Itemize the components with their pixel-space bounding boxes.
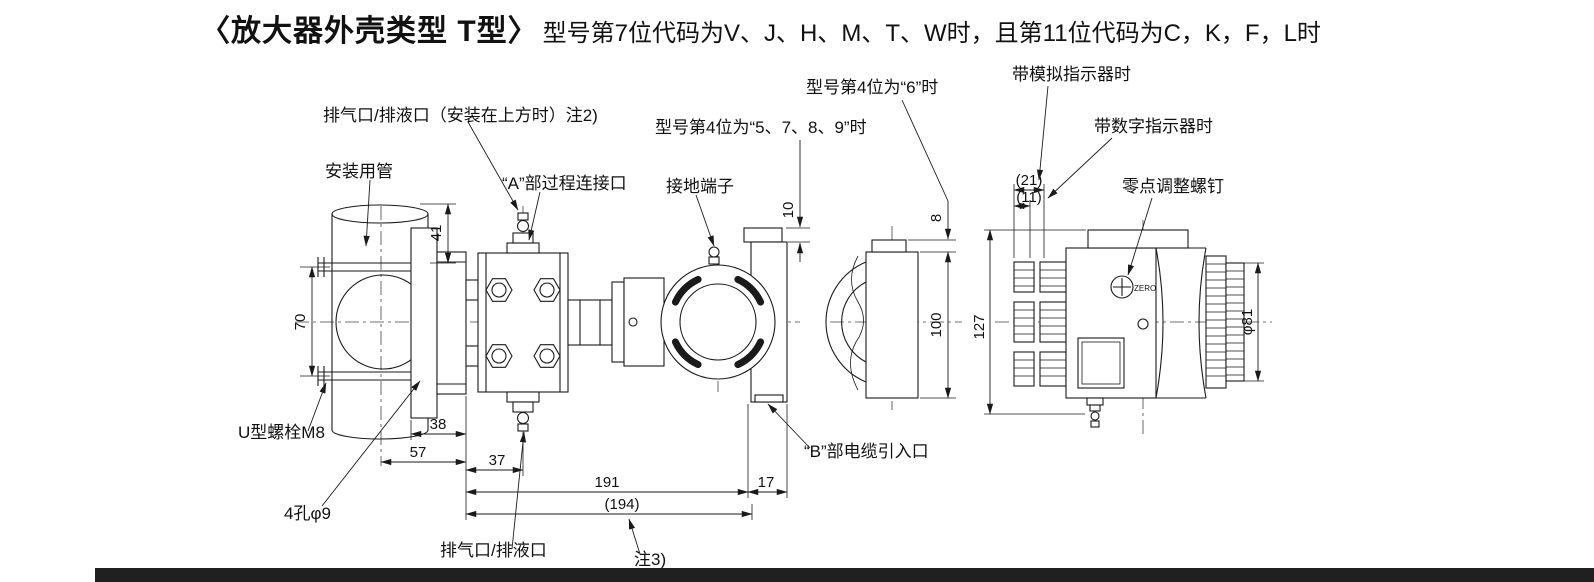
u-bolt-bottom: [317, 366, 411, 386]
zero-screw: ZERO: [1110, 275, 1156, 299]
page-title: 〈放大器外壳类型 T型〉 型号第7位代码为V、J、H、M、T、W时，且第11位代…: [200, 6, 1321, 50]
dim-38: 38: [430, 416, 447, 433]
dim-57: 57: [410, 444, 427, 461]
dim-191: 191: [594, 474, 619, 491]
label-four-holes: 4孔φ9: [284, 504, 331, 523]
flange-body: [477, 252, 569, 393]
front-view: ZERO: [1013, 229, 1245, 428]
label-note3: 注3): [634, 550, 666, 569]
label-zero-adjust: 零点调整螺钉: [1122, 177, 1224, 196]
flange-bolt: [485, 278, 513, 302]
flange-bolt: [485, 344, 513, 368]
label-cable-entry-b: “B”部电缆引入口: [804, 442, 929, 461]
label-vent-top: 排气口/排液口（安装在上方时）注2): [323, 106, 598, 125]
dim-11: (11): [1016, 189, 1042, 206]
dim-21: (21): [1016, 172, 1043, 189]
terminal-box: [623, 277, 665, 367]
label-u-bolt: U型螺栓M8: [238, 423, 325, 442]
label-model4-5789: 型号第4位为“5、7、8、9”时: [655, 118, 867, 137]
label-digital-indicator: 带数字指示器时: [1094, 117, 1213, 136]
bottom-edge-bar: [95, 568, 1594, 582]
dim-37: 37: [489, 452, 506, 469]
conduit-ribs-left: [1013, 261, 1067, 387]
ground-screw: [708, 246, 720, 265]
variant-6-view: [825, 239, 919, 399]
vent-plug-bottom: [506, 391, 540, 432]
leader-lines: [307, 85, 1153, 555]
label-process-connection-a: “A”部过程连接口: [502, 174, 627, 193]
flange-bolt: [533, 344, 561, 368]
dim-127: 127: [971, 314, 988, 339]
flange-bolt: [533, 278, 561, 302]
left-view: [317, 204, 788, 440]
zero-mark-text: ZERO: [1134, 284, 1156, 293]
dim-70: 70: [292, 314, 309, 331]
dim-17: 17: [758, 474, 775, 491]
dim-8: 8: [928, 214, 945, 222]
label-mounting-pipe: 安装用管: [325, 162, 393, 181]
dim-100: 100: [928, 312, 945, 337]
title-condition: 型号第7位代码为V、J、H、M、T、W时，且第11位代码为C，K，F，L时: [542, 20, 1321, 47]
front-body: [1065, 229, 1207, 428]
neck: [567, 281, 625, 363]
label-analog-indicator: 带模拟指示器时: [1012, 65, 1131, 84]
label-model4-6: 型号第4位为“6”时: [806, 78, 938, 97]
label-ground-terminal: 接地端子: [666, 177, 734, 196]
u-bolt-top: [317, 257, 411, 277]
dim-41: 41: [428, 225, 445, 242]
dimensions: 41 70 38 57 37 191 17 (194) 10: [292, 99, 1264, 520]
dim-10: 10: [780, 202, 797, 219]
mounting-bracket: [410, 227, 479, 419]
dim-194: (194): [604, 496, 639, 513]
callout-labels: 排气口/排液口（安装在上方时）注2) 安装用管 “A”部过程连接口 接地端子 型…: [238, 65, 1224, 569]
dim-phi81: φ81: [1239, 309, 1256, 335]
title-bracket: 〈放大器外壳类型 T型〉: [200, 15, 539, 48]
label-vent-bottom: 排气口/排液口: [440, 541, 547, 560]
amplifier-housing: [660, 264, 776, 380]
